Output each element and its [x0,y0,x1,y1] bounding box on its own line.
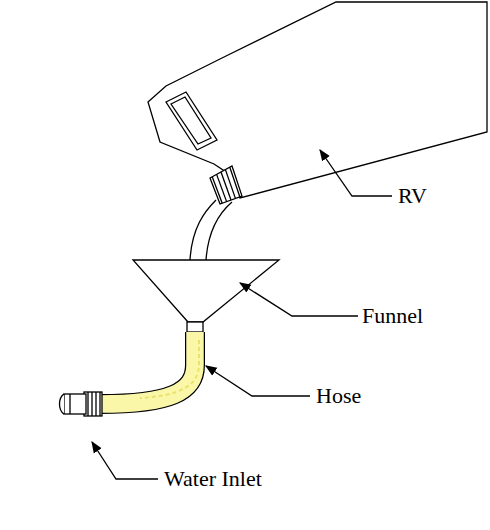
jug [148,2,487,204]
part-label: Water Inlet [164,468,262,490]
part-label: Hose [316,385,361,407]
cap-rib [221,172,231,200]
cap-rib [225,170,235,199]
stream [190,200,232,260]
water-inlet-fitting [60,392,103,416]
hose-shape [100,332,199,404]
part-label: RV [398,185,427,207]
funnel-shape [133,260,279,332]
cap-rib [212,177,222,203]
cap-rib [230,167,240,197]
part-label: Funnel [362,305,423,327]
leader-lines [92,150,392,479]
cap-rib [217,174,227,201]
